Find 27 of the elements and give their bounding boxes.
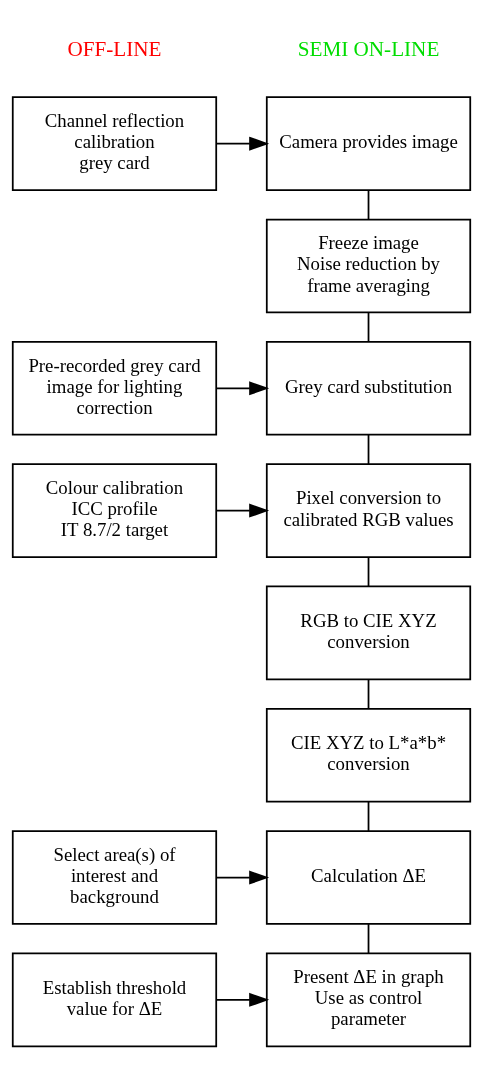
label: OFF-LINE xyxy=(67,36,162,61)
node-box: Establish threshold value for ΔE xyxy=(11,952,218,1047)
node-box: Grey card substitution xyxy=(265,340,472,436)
arrow xyxy=(215,870,270,885)
node-box: Calculation ΔE xyxy=(265,829,472,925)
connector xyxy=(367,433,370,465)
label: SEMI ON-LINE xyxy=(297,36,440,61)
connector xyxy=(367,800,370,832)
arrow xyxy=(215,380,270,395)
node-box: CIE XYZ to L*a*b* conversion xyxy=(265,707,472,803)
connector xyxy=(367,188,370,220)
connector xyxy=(367,555,370,587)
node-box: Pre-recorded grey card image for lighting correction xyxy=(11,340,218,436)
arrow xyxy=(215,503,270,518)
node-box: RGB to CIE XYZ conversion xyxy=(265,585,472,680)
node-box: Pixel conversion to calibrated RGB values xyxy=(265,462,472,558)
node-box: Camera provides image xyxy=(265,95,472,191)
arrow xyxy=(215,992,270,1007)
node-box: Freeze image Noise reduction by frame averaging xyxy=(265,218,472,313)
connector xyxy=(367,922,370,954)
node-box: Channel reflection calibration grey card xyxy=(11,95,218,191)
arrow xyxy=(215,136,270,151)
connector xyxy=(367,678,370,709)
node-box: Present ΔE in graph Use as control parameter xyxy=(265,952,472,1047)
connector xyxy=(367,311,370,343)
node-box: Select area(s) of interest and background xyxy=(11,829,218,925)
node-box: Colour calibration ICC profile IT 8.7/2 target xyxy=(11,462,218,558)
